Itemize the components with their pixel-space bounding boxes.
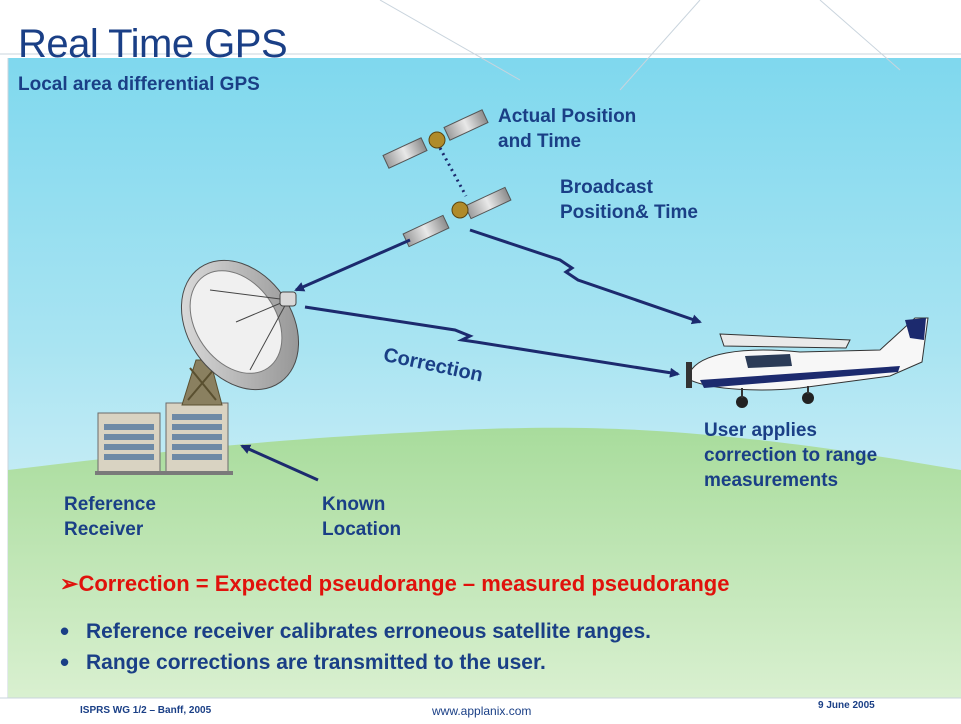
arrow-sat-to-dish bbox=[294, 238, 411, 292]
equation-text: Correction = Expected pseudorange – meas… bbox=[78, 571, 730, 596]
page-subtitle: Local area differential GPS bbox=[18, 74, 260, 95]
arrow-sat-to-aircraft bbox=[469, 228, 702, 325]
label-reference-receiver: Reference Receiver bbox=[64, 494, 156, 540]
aircraft bbox=[686, 317, 929, 408]
equation-marker-icon: ➢ bbox=[60, 571, 79, 596]
satellite-dotted-link bbox=[438, 147, 468, 197]
footer-center: www.applanix.com bbox=[432, 704, 532, 718]
list-item: • Reference receiver calibrates erroneous… bbox=[60, 616, 651, 647]
page-title: Real Time GPS bbox=[18, 22, 288, 66]
bullet-icon: • bbox=[60, 616, 70, 646]
footer-left: ISPRS WG 1/2 – Banff, 2005 bbox=[80, 705, 212, 716]
bullet-text: Reference receiver calibrates erroneous … bbox=[86, 620, 651, 643]
label-actual-position: Actual Position and Time bbox=[498, 106, 637, 152]
footer-right: 9 June 2005 bbox=[818, 700, 875, 711]
list-item: • Range corrections are transmitted to th… bbox=[60, 647, 651, 678]
label-broadcast-position: Broadcast Position& Time bbox=[560, 177, 698, 223]
bullet-text: Range corrections are transmitted to the… bbox=[86, 651, 546, 674]
dish-antenna bbox=[180, 259, 300, 406]
reference-buildings bbox=[95, 402, 233, 475]
bullet-icon: • bbox=[60, 647, 70, 677]
arrow-known-location bbox=[240, 444, 319, 482]
correction-equation: ➢Correction = Expected pseudorange – mea… bbox=[60, 571, 729, 597]
ground-hill bbox=[8, 427, 961, 698]
label-user-applies: User applies correction to range measure… bbox=[704, 420, 878, 491]
satellite-actual bbox=[382, 109, 489, 169]
arrow-dish-to-aircraft bbox=[304, 305, 680, 378]
bullet-list: • Reference receiver calibrates erroneous… bbox=[60, 616, 651, 678]
label-known-location: Known Location bbox=[322, 494, 402, 540]
arrows bbox=[240, 228, 702, 482]
